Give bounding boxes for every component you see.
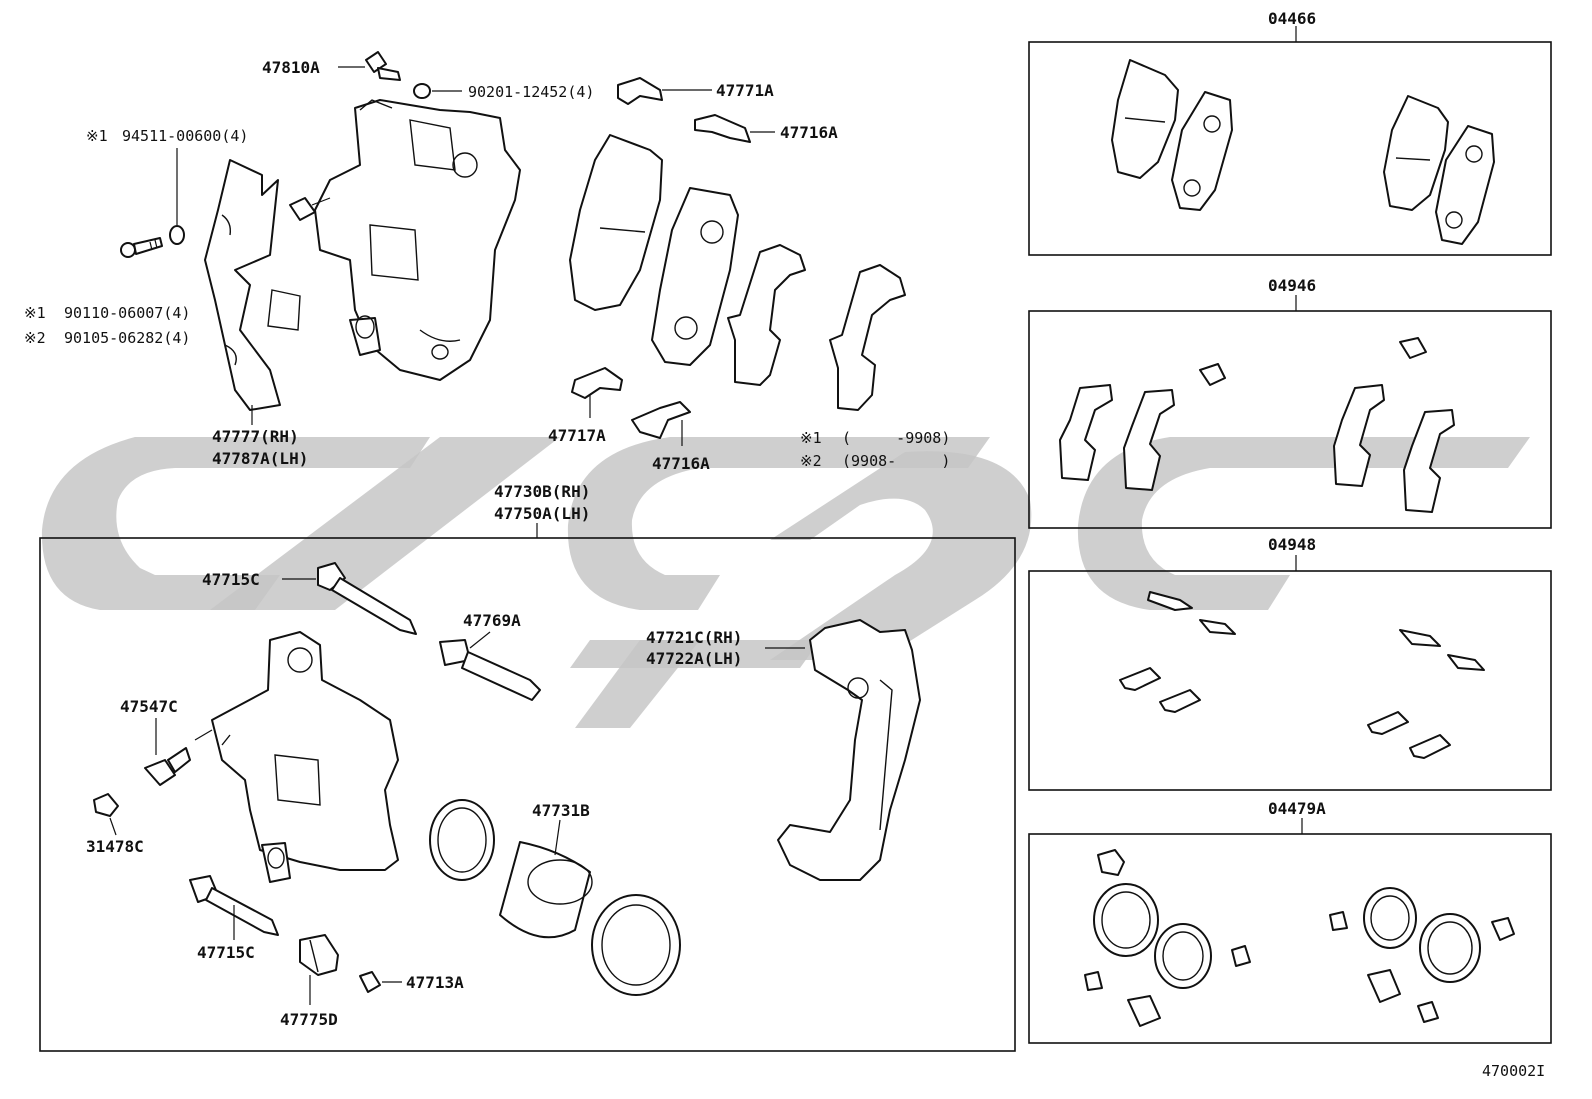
- label-47730B: 47730B(RH): [494, 482, 590, 501]
- label-47721C: 47721C(RH): [646, 628, 742, 647]
- kit-04479A-seals: [1084, 849, 1515, 1027]
- label-47771A: 47771A: [716, 81, 774, 100]
- caliper-top: [289, 99, 521, 381]
- kit-number-04479A: 04479A: [1268, 799, 1326, 818]
- label-47715C-bottom: 47715C: [197, 943, 255, 962]
- label-90105-06282: 90105-06282(4): [64, 329, 190, 347]
- label-94511-00600: 94511-00600(4): [122, 127, 248, 145]
- label-31478C: 31478C: [86, 837, 144, 856]
- bolt-90110: [120, 237, 163, 258]
- mounting-bracket: [765, 619, 921, 881]
- label-47717A: 47717A: [548, 426, 606, 445]
- piston-boot: [591, 894, 681, 996]
- kit-04946-shims: [1059, 337, 1455, 513]
- kit-number-04948: 04948: [1268, 535, 1316, 554]
- guide-pin-47715C-bottom: [189, 875, 279, 940]
- clip-47771A: [617, 77, 712, 105]
- clip-47716A-top: [694, 114, 775, 143]
- bolt-47810A: [338, 51, 401, 81]
- piston-47731B: [499, 819, 593, 939]
- bleeder-47547C: [144, 718, 213, 786]
- label-47787A: 47787A(LH): [212, 449, 308, 468]
- piston-seal-ring: [429, 799, 495, 881]
- label-47775D: 47775D: [280, 1010, 338, 1029]
- kit-number-04946: 04946: [1268, 276, 1316, 295]
- label-90110-06007: 90110-06007(4): [64, 304, 190, 322]
- mark-94511: ※1: [86, 127, 108, 145]
- guide-pin-47715C-top: [282, 562, 417, 635]
- shim-pad-2: [829, 264, 906, 411]
- washer-94511: [169, 148, 185, 245]
- label-47547C: 47547C: [120, 697, 178, 716]
- kit-box-04948: [1028, 555, 1552, 791]
- note-1: ( -9908): [842, 429, 950, 447]
- label-47810A: 47810A: [262, 58, 320, 77]
- cap-31478C: [93, 793, 119, 836]
- note-2: (9908- ): [842, 452, 950, 470]
- label-47713A: 47713A: [406, 973, 464, 992]
- label-47769A: 47769A: [463, 611, 521, 630]
- mark-90110: ※1: [24, 304, 46, 322]
- figure-id: 470002I: [1482, 1062, 1545, 1080]
- label-47731B: 47731B: [532, 801, 590, 820]
- clip-47717A: [571, 367, 623, 418]
- kit-04948-clips: [1119, 591, 1485, 759]
- brake-pad-outer: [651, 187, 739, 366]
- caliper-body-bottom: [211, 631, 399, 883]
- mark-note1: ※1: [800, 429, 822, 447]
- kit-box-04479A: [1028, 818, 1552, 1044]
- label-90201-12452: 90201-12452(4): [468, 83, 594, 101]
- kit-box-04466: [1028, 26, 1552, 256]
- label-47716A-top: 47716A: [780, 123, 838, 142]
- label-47716A-bottom: 47716A: [652, 454, 710, 473]
- kit-box-04946: [1028, 295, 1552, 529]
- kit-04466-pads: [1111, 59, 1495, 245]
- washer-90201: [413, 83, 462, 99]
- dust-shield: [204, 159, 301, 425]
- mark-90105: ※2: [24, 329, 46, 347]
- label-47777: 47777(RH): [212, 427, 299, 446]
- caliper-assembly-box: [39, 523, 1016, 1052]
- part-labels: 47810A 90201-12452(4) 47771A 47716A ※1 9…: [24, 9, 1545, 1080]
- clip-47716A-bottom: [631, 401, 691, 446]
- label-47722A: 47722A(LH): [646, 649, 742, 668]
- shim-pad-1: [727, 244, 806, 386]
- brake-pad-inner: [569, 134, 663, 311]
- watermark-logo: [41, 437, 1530, 728]
- label-47750A: 47750A(LH): [494, 504, 590, 523]
- cap-47713A: [359, 971, 402, 993]
- bushing-pin-47769A: [439, 631, 541, 701]
- kit-number-04466: 04466: [1268, 9, 1316, 28]
- label-47715C-top: 47715C: [202, 570, 260, 589]
- boot-47775D: [299, 934, 339, 1005]
- mark-note2: ※2: [800, 452, 822, 470]
